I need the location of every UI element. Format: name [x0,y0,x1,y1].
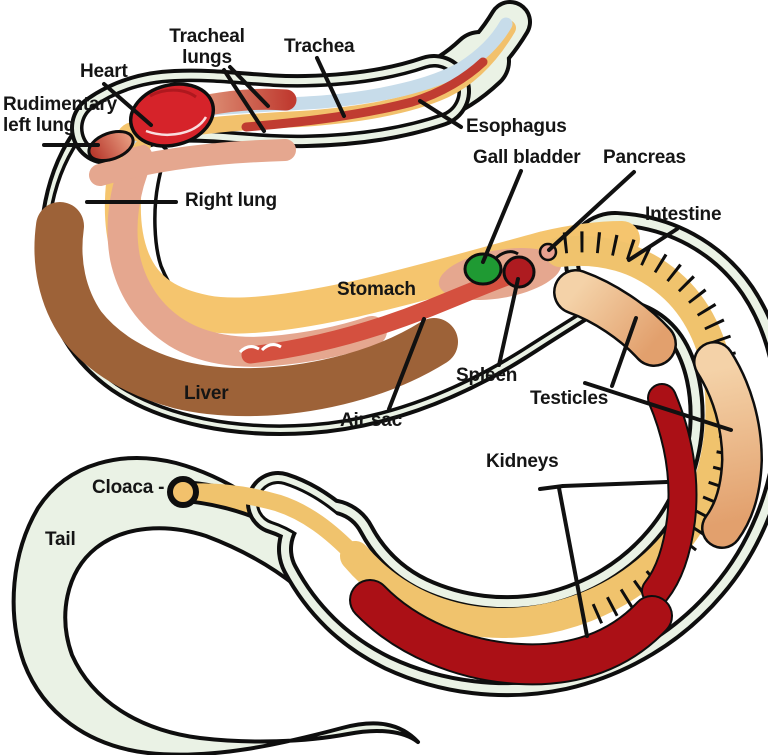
leader-pancreas [547,170,636,252]
kidney-lower [349,579,673,686]
heart-detail [145,116,208,136]
tracheal-lung-lower [241,57,488,132]
leader-spleen [497,277,520,367]
heart-detail-2 [149,88,197,99]
liver [34,202,458,417]
leader-tracheal-lungs-2 [222,68,266,133]
label-cloaca: Cloaca - [92,477,165,498]
label-rudimentary-left-lung: Rudimentary left lung [3,94,117,137]
tracheal-lung-upper [197,88,297,116]
label-tracheal-lungs: Tracheal lungs [169,26,245,69]
label-kidneys: Kidneys [486,451,559,472]
leader-kidneys-upper [561,480,669,488]
label-testicles: Testicles [530,388,609,409]
tail-body [11,456,420,755]
testicle-near [553,269,677,367]
label-right-lung: Right lung [185,190,277,211]
label-liver: Liver [184,383,229,404]
label-stomach: Stomach [337,279,416,300]
label-gall-bladder: Gall bladder [473,147,581,168]
liver-scallop-marks [238,343,282,354]
label-tail: Tail [45,529,76,550]
label-esophagus: Esophagus [466,116,567,137]
leader-intestine [627,227,679,262]
leader-kidneys-lower [557,486,589,638]
leader-gall-bladder [481,169,523,264]
right-lung-neck [89,139,296,186]
label-air-sac: Air sac [340,410,402,431]
label-heart: Heart [80,61,128,82]
leader-testicles-2 [610,316,638,388]
gall-bladder-duct [495,250,519,260]
testicle-far [693,341,764,549]
label-spleen: Spleen [456,365,518,386]
leader-esophagus [418,99,463,129]
leader-testicles-1 [583,381,733,432]
leader-heart [102,82,153,127]
kidney-upper [641,383,698,606]
label-trachea: Trachea [284,36,355,57]
spleen [502,255,536,289]
rudimentary-left-lung [87,129,135,163]
leader-lines [42,56,733,638]
gall-bladder [463,252,503,286]
label-pancreas: Pancreas [603,147,686,168]
leader-trachea [315,56,346,118]
leader-air-sac [387,317,426,411]
leader-tracheal-lungs-1 [228,65,270,108]
cloaca-opening [167,476,199,508]
intestine-tail [185,483,364,565]
label-intestine: Intestine [645,204,722,225]
